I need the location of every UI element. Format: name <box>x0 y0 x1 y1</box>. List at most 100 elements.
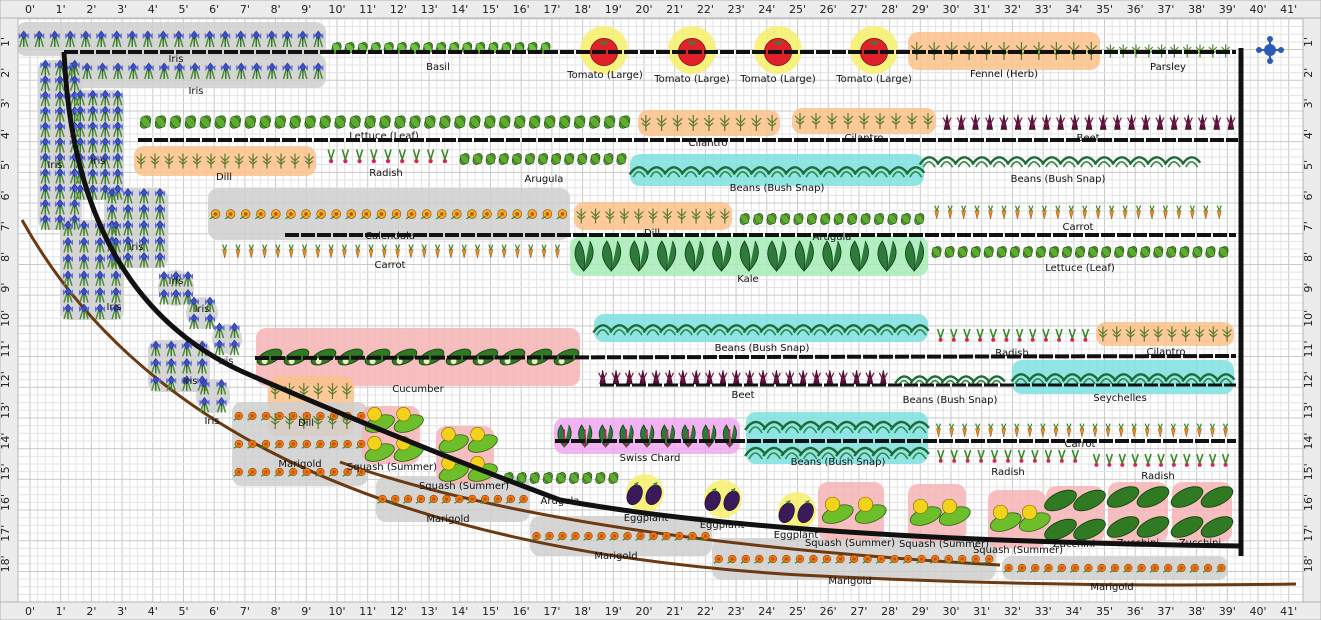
planting-seychelles[interactable] <box>1010 373 1236 385</box>
planting-iris-curve-5[interactable] <box>159 271 193 305</box>
marigold-icon <box>984 554 994 564</box>
planting-beans-5[interactable] <box>744 420 930 460</box>
x-ruler-label: 31' <box>973 605 990 618</box>
planting-marigold-5[interactable] <box>1003 563 1226 573</box>
radish-icon <box>1028 328 1037 342</box>
planting-eggplant-1[interactable] <box>624 481 665 507</box>
marigold-icon <box>287 467 298 477</box>
planting-eggplant-2[interactable] <box>702 487 743 513</box>
planting-radish-4[interactable] <box>1092 453 1230 467</box>
planting-carrot-1[interactable] <box>222 244 560 259</box>
x-ruler-label: 37' <box>1157 605 1174 618</box>
planting-radish-2[interactable] <box>936 328 1090 342</box>
iris-icon <box>123 236 133 252</box>
planting-beans-2[interactable] <box>918 156 1202 168</box>
planting-radish-1[interactable] <box>327 149 449 164</box>
y-ruler-label: 18' <box>1302 555 1315 572</box>
iris-icon <box>123 220 133 236</box>
iris-icon <box>80 30 91 48</box>
planting-kale[interactable] <box>574 240 925 273</box>
dill-icon <box>150 153 160 169</box>
planting-marigold-2[interactable] <box>377 494 528 504</box>
carrot-icon <box>1040 423 1046 438</box>
iris-icon <box>220 62 231 80</box>
planting-squash-4[interactable] <box>908 498 973 529</box>
planting-label: Arugula <box>813 232 852 243</box>
planting-arugula-3[interactable] <box>502 471 620 486</box>
planting-carrot-3[interactable] <box>935 423 1229 438</box>
planting-cilantro-1[interactable] <box>640 115 778 131</box>
calendula-icon <box>526 209 537 220</box>
planting-eggplant-3[interactable] <box>776 499 817 525</box>
planting-iris-curve-9[interactable] <box>199 379 227 413</box>
bean-icon <box>1181 373 1202 385</box>
lettuce-icon <box>983 246 994 258</box>
y-ruler-label: 14' <box>0 433 12 450</box>
planting-carrot-2[interactable] <box>934 205 1222 220</box>
planting-marigold-1[interactable] <box>233 411 366 477</box>
calendula-icon <box>239 209 251 220</box>
iris-icon <box>63 220 73 237</box>
planting-arugula-2[interactable] <box>738 212 926 227</box>
x-ruler-label: 14' <box>451 605 468 618</box>
planting-beet-1[interactable] <box>942 114 1236 130</box>
carrot-icon <box>554 244 560 259</box>
marigold-icon <box>428 494 438 504</box>
iris-icon <box>63 237 73 253</box>
zucchini-icon <box>1073 518 1106 541</box>
marigold-icon <box>848 554 859 564</box>
planting-label: Iris <box>182 376 197 387</box>
iris-icon <box>63 253 73 270</box>
planting-beans-1[interactable] <box>628 166 926 178</box>
planting-squash-1[interactable] <box>363 407 426 465</box>
planting-arugula-1[interactable] <box>458 152 628 167</box>
planting-cilantro-3[interactable] <box>1097 326 1233 342</box>
x-ruler-label: 29' <box>912 605 929 618</box>
planting-squash-5[interactable] <box>988 504 1053 535</box>
planting-cilantro-2[interactable] <box>794 113 934 129</box>
planting-dill-2[interactable] <box>576 208 730 224</box>
planting-iris-curve-2[interactable] <box>75 89 123 200</box>
cilantro-icon <box>922 113 934 129</box>
lettuce-icon <box>1179 246 1190 258</box>
planting-squash-3[interactable] <box>820 496 889 527</box>
planting-marigold-3[interactable] <box>531 531 710 541</box>
planting-squash-2[interactable] <box>437 427 500 485</box>
planting-calendula[interactable] <box>209 209 568 220</box>
marigold-icon <box>916 554 926 564</box>
cilantro-icon <box>1153 326 1164 342</box>
planting-zucchini-2[interactable] <box>1104 482 1172 541</box>
planting-iris-curve-7[interactable] <box>214 322 240 356</box>
x-ruler-label: 38' <box>1188 605 1205 618</box>
lettuce-icon <box>214 115 227 129</box>
planting-lettuce-1[interactable] <box>138 114 632 131</box>
arugula-icon <box>793 213 804 225</box>
move-handle-icon[interactable] <box>1256 36 1284 64</box>
y-ruler-label: 15' <box>0 463 12 480</box>
cilantro-icon <box>874 113 886 129</box>
arugula-icon <box>887 213 898 225</box>
planting-label: Cilantro <box>845 133 884 144</box>
carrot-icon <box>488 244 494 259</box>
cilantro-icon <box>1180 326 1191 342</box>
bean-icon <box>1027 373 1048 385</box>
iris-icon <box>313 62 324 80</box>
lettuce-icon <box>439 115 451 129</box>
planting-iris-curve-6[interactable] <box>189 296 215 330</box>
planting-dill-3[interactable] <box>269 383 353 429</box>
planting-dill-1[interactable] <box>136 153 314 169</box>
x-ruler-label: 29' <box>912 3 929 16</box>
planting-lettuce-2[interactable] <box>930 245 1230 260</box>
dill-icon <box>648 208 658 224</box>
planting-beans-3[interactable] <box>592 324 930 336</box>
x-ruler-label: 16' <box>513 3 530 16</box>
planting-iris-top-1[interactable] <box>18 30 324 48</box>
planting-zucchini-3[interactable] <box>1168 482 1236 541</box>
planting-radish-3[interactable] <box>936 449 1080 463</box>
radish-icon <box>1092 453 1101 467</box>
planting-marigold-4[interactable] <box>713 554 994 564</box>
planting-zucchini-1[interactable] <box>1042 486 1109 544</box>
iris-icon <box>79 237 89 253</box>
